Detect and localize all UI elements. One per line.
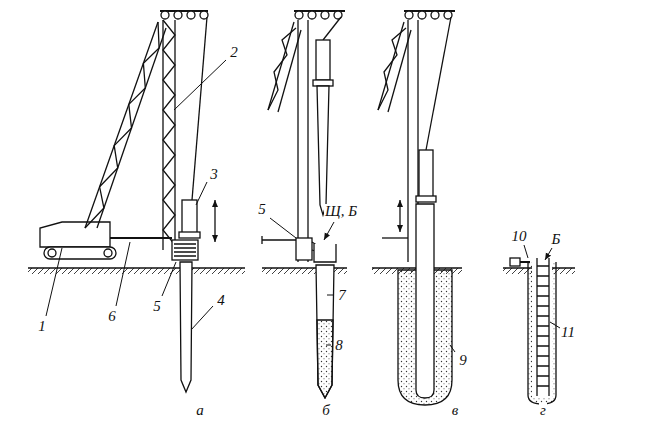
callout-number: 4 (216, 293, 226, 308)
pile-concreting (510, 258, 556, 404)
panel-letter: г (539, 403, 547, 418)
ground (28, 268, 575, 274)
callout-number: Щ, Б (324, 204, 358, 219)
callout-number: 7 (337, 288, 347, 303)
callout-number: 11 (560, 325, 576, 340)
panel-letter: б (321, 403, 331, 418)
callout-number: 1 (37, 319, 47, 334)
callout-number: 5 (152, 299, 162, 314)
callout-number: 8 (334, 338, 344, 353)
pile-driver-a (40, 11, 215, 392)
pile-driver-c (378, 11, 455, 405)
callout-number: Б (551, 232, 562, 247)
callout-number: 3 (209, 167, 219, 182)
callout-number: 2 (229, 45, 239, 60)
callout-number: 9 (458, 353, 468, 368)
leader-lines (46, 60, 560, 352)
panel-letter: в (451, 403, 460, 418)
callout-number: 6 (107, 309, 117, 324)
callout-number: 10 (511, 229, 528, 244)
callout-number: 5 (257, 202, 267, 217)
panel-letter: а (195, 403, 205, 418)
